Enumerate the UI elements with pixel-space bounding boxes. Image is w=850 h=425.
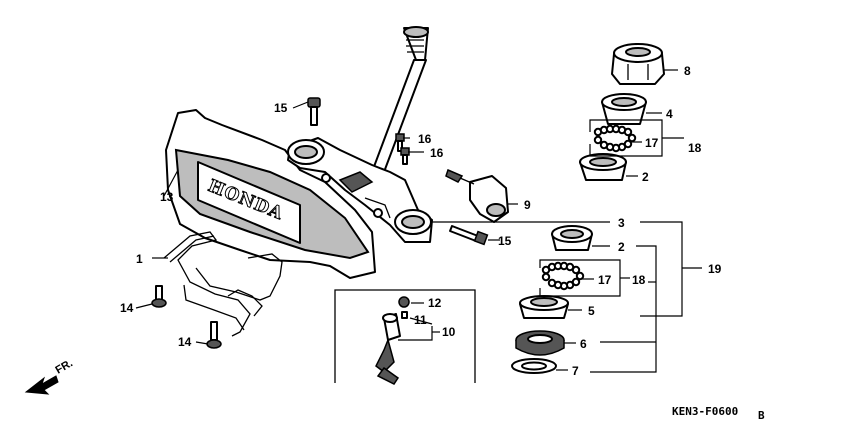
washer-7 [511,358,557,374]
callout-17-upper: 17 [645,136,659,150]
callout-19: 19 [708,262,722,276]
callout-8: 8 [684,64,691,78]
callout-3: 3 [618,216,625,230]
cone-race-4 [601,93,647,125]
callouts: 15 16 16 9 15 13 1 14 14 12 11 10 8 4 17… [120,64,722,378]
key-cylinder-box [334,289,476,385]
bottom-bridge [287,137,433,243]
callout-6: 6 [580,337,587,351]
callout-4: 4 [666,107,673,121]
callout-13: 13 [160,190,174,204]
bolt-15-lower [449,225,489,246]
headlight-cover-13: HONDA [165,109,376,279]
callout-12: 12 [428,296,442,310]
callout-5: 5 [588,304,595,318]
callout-16-upper: 16 [418,132,432,146]
steel-balls-18-upper [593,124,637,153]
cone-race-5 [519,295,569,319]
callout-16-lower: 16 [430,146,444,160]
callout-15-lower: 15 [498,234,512,248]
callout-1: 1 [136,252,143,266]
callout-7: 7 [572,364,579,378]
bolt-16-lower [400,147,410,165]
leader-lines [135,69,702,373]
callout-18-lower: 18 [632,273,646,287]
screw-14-upper [151,285,167,308]
drawing-code-suffix: B [758,409,765,422]
callout-15-upper: 15 [274,101,288,115]
callout-11: 11 [414,313,427,327]
steering-lock-9 [445,168,509,223]
callout-14-upper: 14 [120,301,134,315]
steel-balls-18-lower [541,261,585,291]
screw-14-lower [206,321,222,349]
dust-seal-6 [515,330,565,356]
callout-14-lower: 14 [178,335,192,349]
ball-race-3 [551,225,593,251]
callout-2-upper: 2 [642,170,649,184]
callout-18-upper: 18 [688,141,702,155]
headlight-stay-1 [163,231,283,337]
front-arrow-icon: FR. [24,357,75,395]
ball-race-2-upper [579,153,627,181]
callout-10: 10 [442,325,456,339]
bolt-15-upper [307,97,321,126]
callout-2-lower: 2 [618,240,625,254]
callout-17-lower: 17 [598,273,612,287]
callout-9: 9 [524,198,531,212]
front-arrow-label: FR. [54,357,75,376]
top-nut-8 [611,43,665,85]
drawing-code: KEN3-F0600 [672,405,738,418]
